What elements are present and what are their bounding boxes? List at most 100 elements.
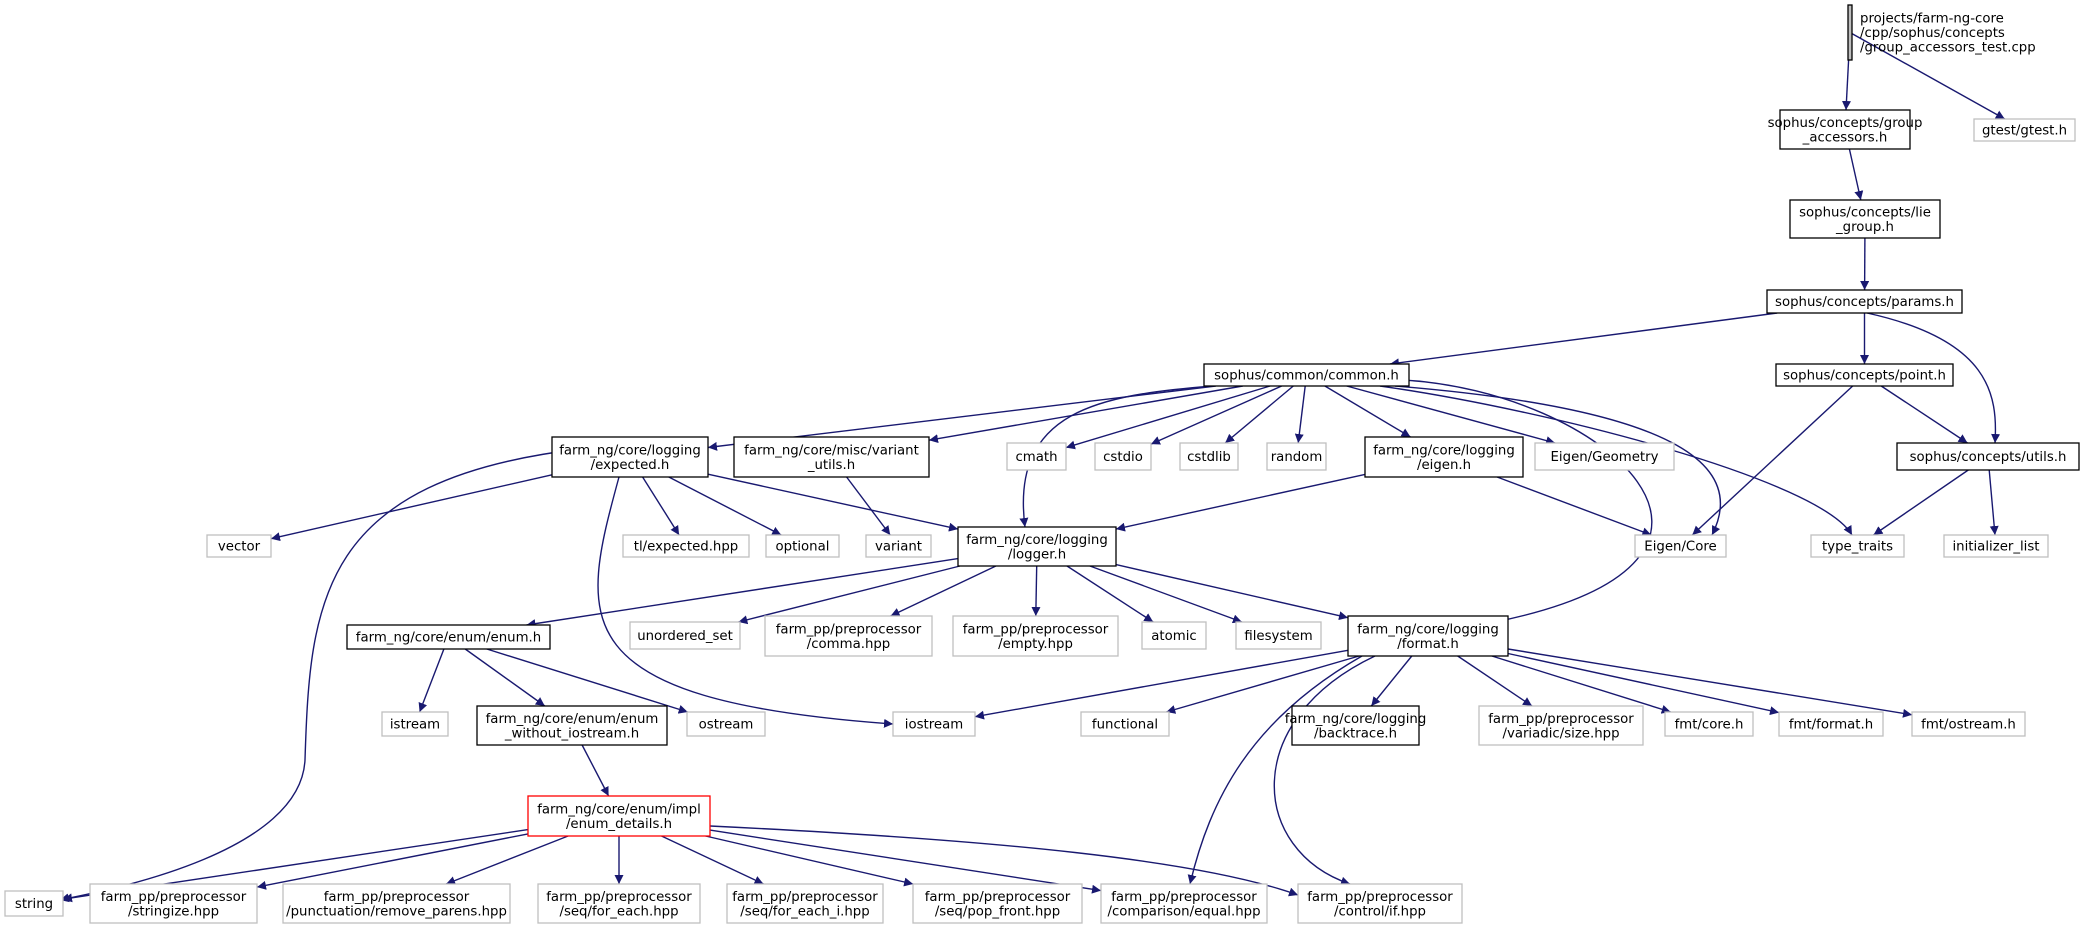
node-box — [765, 534, 840, 558]
node-sc_group_accessors[interactable]: sophus/concepts/group_accessors.h — [1768, 109, 1923, 150]
node-label-line: farm_ng/core/logging — [559, 443, 701, 458]
edge-logger-to-unordered_set — [738, 565, 961, 625]
node-pp_stringize: farm_pp/preprocessor/stringize.hpp — [89, 883, 258, 924]
node-tl_expected: tl/expected.hpp — [622, 534, 750, 558]
node-backtrace[interactable]: farm_ng/core/logging/backtrace.h — [1285, 705, 1427, 746]
node-label-line: /eigen.h — [1417, 458, 1471, 473]
node-box — [1911, 711, 2026, 737]
node-box — [1235, 621, 1322, 650]
node-label-line: /punctuation/remove_parens.hpp — [286, 904, 507, 919]
node-label-line: _utils.h — [807, 458, 855, 473]
node-expected[interactable]: farm_ng/core/logging/expected.h — [551, 436, 709, 478]
node-enum_wo_ios[interactable]: farm_ng/core/enum/enum_without_iostream.… — [476, 705, 668, 746]
node-label-line: sophus/concepts/params.h — [1775, 295, 1954, 310]
node-box — [1775, 363, 1954, 387]
edge-format-to-backtrace — [1370, 655, 1413, 707]
node-label-line: type_traits — [1822, 540, 1893, 555]
node-box — [1347, 615, 1509, 657]
node-label-line: /seq/pop_front.hpp — [935, 904, 1060, 919]
node-box — [206, 534, 272, 558]
edge-common-to-logger — [1019, 385, 1214, 528]
node-label-line: fmt/format.h — [1789, 718, 1873, 733]
node-label-line: farm_ng/core/enum/enum — [486, 712, 659, 727]
node-label-line: farm_ng/core/enum/enum.h — [356, 631, 541, 646]
edge-expected-to-iostream — [597, 476, 894, 728]
node-box — [1943, 534, 2049, 558]
node-box — [1664, 711, 1754, 737]
node-box — [1766, 289, 1963, 314]
node-format[interactable]: farm_ng/core/logging/format.h — [1347, 615, 1509, 657]
edge-enum_details-to-pp_pop_front — [705, 835, 914, 887]
node-functional: functional — [1080, 711, 1170, 737]
edge-enum_details-to-pp_equal — [709, 829, 1102, 894]
node-sc_lie_group[interactable]: sophus/concepts/lie_group.h — [1789, 199, 1941, 239]
node-label-line: random — [1271, 450, 1323, 465]
dependency-nodes: projects/farm-ng-core/cpp/sophus/concept… — [4, 4, 2080, 924]
node-unordered_set: unordered_set — [629, 621, 741, 650]
edge-common-to-format — [1401, 379, 1653, 625]
node-box — [733, 436, 930, 478]
edge-expected-to-tl_expected — [642, 476, 680, 536]
node-label-line: /seq/for_each.hpp — [559, 904, 678, 919]
node-box — [1634, 534, 1727, 558]
node-label-line: /empty.hpp — [998, 637, 1073, 652]
node-box — [622, 534, 750, 558]
node-pp_equal: farm_pp/preprocessor/comparison/equal.hp… — [1100, 883, 1268, 924]
node-sc_params[interactable]: sophus/concepts/params.h — [1766, 289, 1963, 314]
node-pp_empty: farm_pp/preprocessor/empty.hpp — [952, 615, 1119, 657]
node-label-line: unordered_set — [637, 629, 733, 644]
node-label-line: /logger.h — [1008, 547, 1066, 562]
node-eigen_geometry: Eigen/Geometry — [1534, 442, 1675, 471]
node-string: string — [4, 890, 64, 917]
node-label-line: ostream — [699, 718, 754, 733]
node-pp_remove_parens: farm_pp/preprocessor/punctuation/remove_… — [282, 883, 511, 924]
node-label-line: farm_pp/preprocessor — [963, 622, 1109, 637]
node-variant_utils[interactable]: farm_ng/core/misc/variant_utils.h — [733, 436, 930, 478]
node-pp_pop_front: farm_pp/preprocessor/seq/pop_front.hpp — [912, 883, 1083, 924]
node-label-line: /variadic/size.hpp — [1502, 726, 1619, 741]
node-enum_details[interactable]: farm_ng/core/enum/impl/enum_details.h — [527, 795, 711, 837]
node-sc_point[interactable]: sophus/concepts/point.h — [1775, 363, 1954, 387]
node-label-line: sophus/concepts/point.h — [1783, 369, 1946, 384]
node-label-line: initializer_list — [1952, 540, 2039, 555]
edge-expected-to-optional — [668, 476, 782, 536]
node-label-line: /control/if.hpp — [1334, 904, 1426, 919]
node-box — [1179, 442, 1239, 471]
node-box — [1534, 442, 1675, 471]
edge-logger-to-pp_empty — [1031, 565, 1041, 617]
node-box — [865, 534, 932, 558]
node-sc_utils[interactable]: sophus/concepts/utils.h — [1896, 442, 2080, 471]
node-root[interactable]: projects/farm-ng-core/cpp/sophus/concept… — [1847, 4, 2036, 61]
node-box — [551, 436, 709, 478]
node-label-line: vector — [218, 540, 261, 555]
edge-common-to-cstdio — [1150, 385, 1282, 445]
node-cstdio: cstdio — [1094, 442, 1152, 471]
edge-enum_wo_ios-to-enum_details — [581, 744, 610, 797]
node-label-line: farm_pp/preprocessor — [732, 890, 878, 905]
node-label-line: sophus/concepts/group — [1768, 116, 1923, 131]
edge-format-to-functional — [1166, 655, 1360, 714]
node-box — [1779, 109, 1911, 150]
node-logger[interactable]: farm_ng/core/logging/logger.h — [957, 526, 1117, 567]
node-box — [686, 711, 766, 737]
edge-format-to-iostream — [974, 649, 1349, 720]
node-box — [1203, 363, 1410, 387]
node-box — [1291, 705, 1420, 746]
node-enum_h[interactable]: farm_ng/core/enum/enum.h — [346, 624, 551, 650]
node-atomic: atomic — [1141, 621, 1207, 650]
edge-common-to-cmath — [1065, 385, 1271, 450]
node-box — [1100, 883, 1268, 924]
node-label-line: sophus/concepts/utils.h — [1910, 450, 2067, 465]
edge-logger-to-pp_comma — [890, 565, 997, 617]
node-istream: istream — [381, 711, 449, 737]
node-box — [537, 883, 701, 924]
node-common[interactable]: sophus/common/common.h — [1203, 363, 1410, 387]
node-box — [1778, 711, 1884, 737]
edge-sc_params-to-sc_utils — [1866, 312, 2001, 444]
node-log_eigen[interactable]: farm_ng/core/logging/eigen.h — [1364, 436, 1524, 478]
node-box — [1141, 621, 1207, 650]
node-label-line: /enum_details.h — [566, 817, 672, 832]
node-box — [4, 890, 64, 917]
node-label-line: farm_ng/core/logging — [1357, 622, 1499, 637]
node-label-line: farm_pp/preprocessor — [776, 622, 922, 637]
